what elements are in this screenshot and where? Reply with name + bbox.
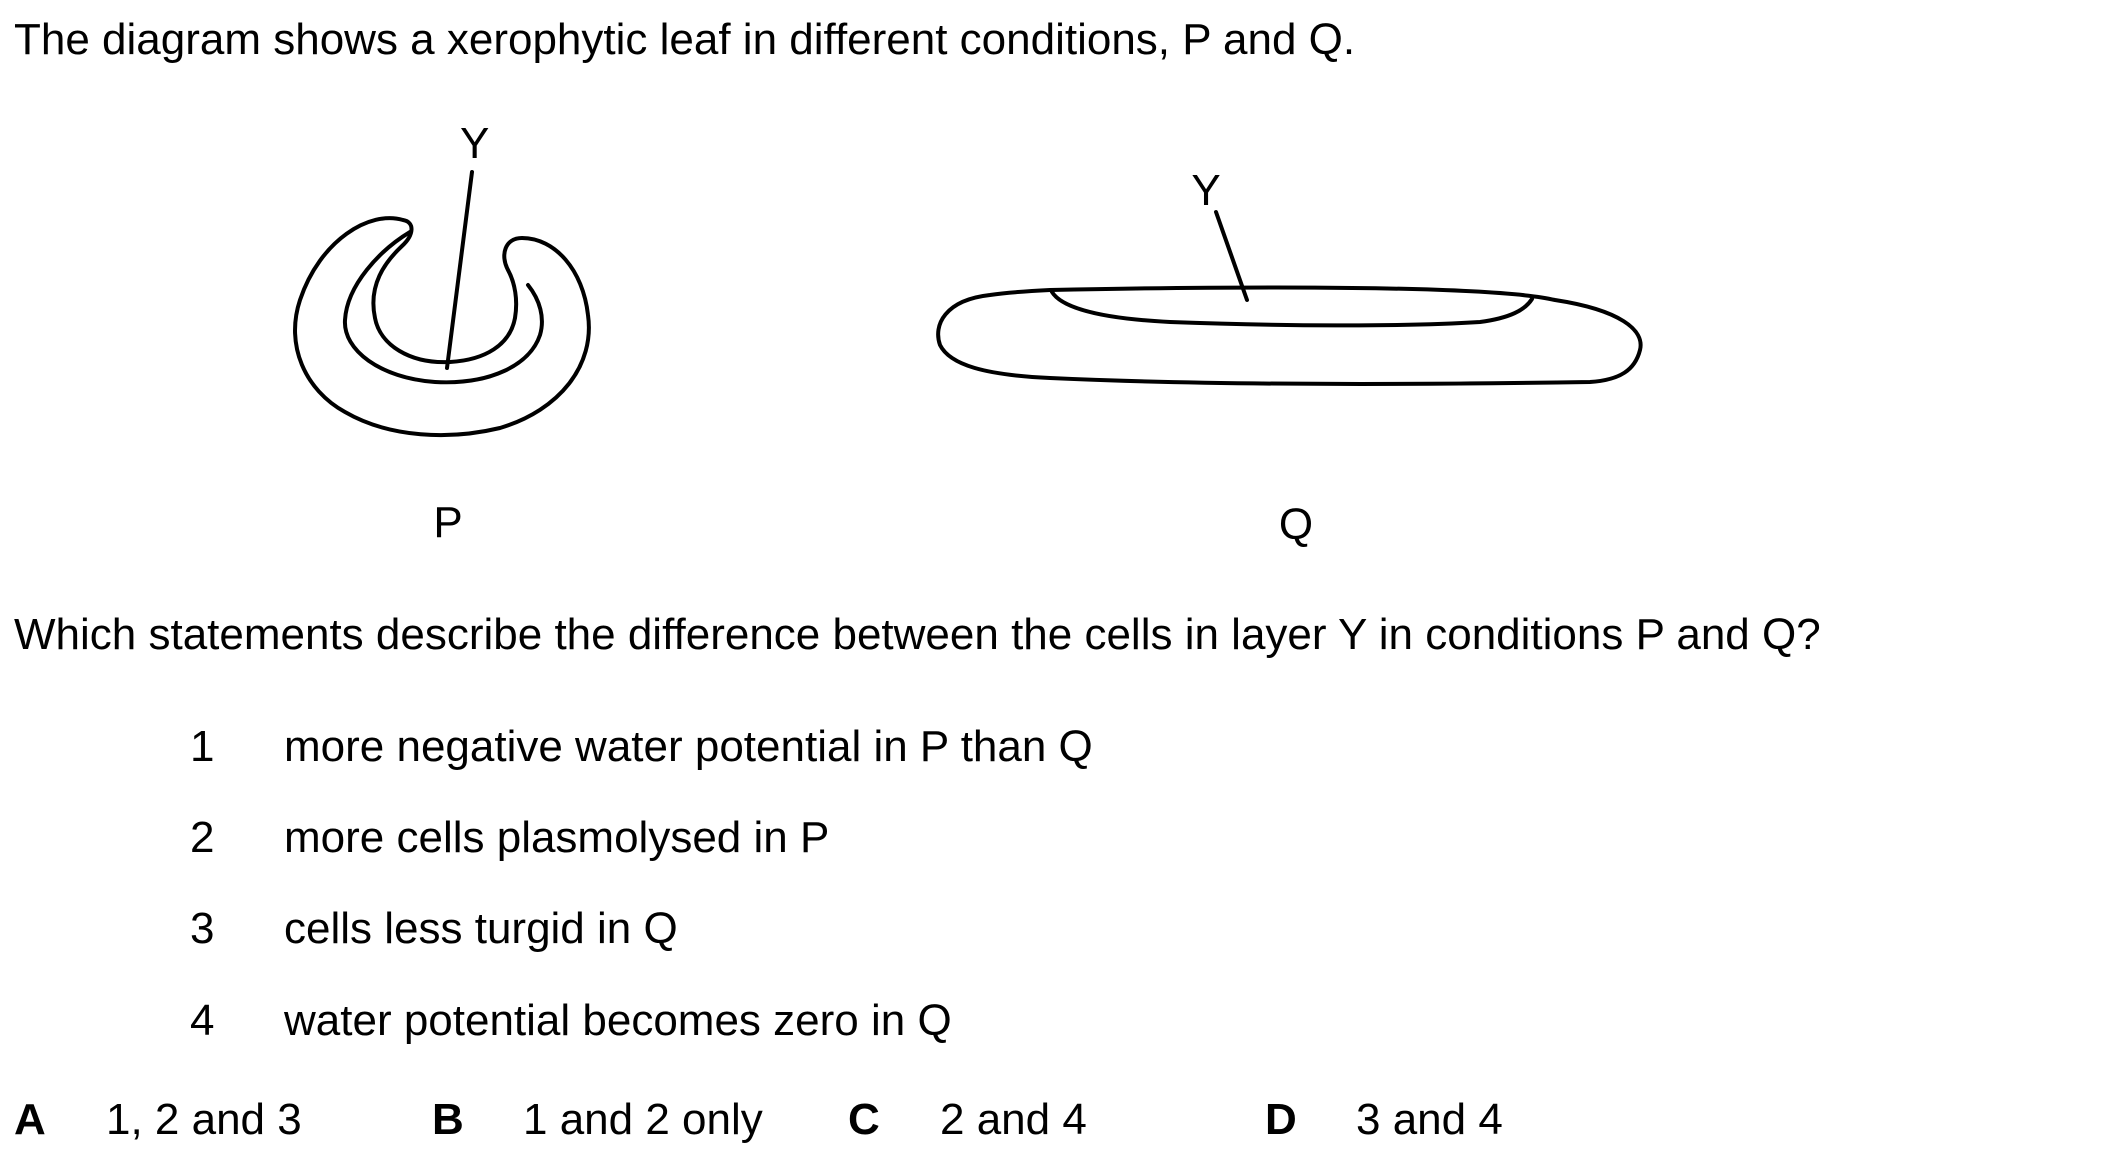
option-letter: C <box>848 1095 880 1144</box>
leaf-p-outline <box>293 216 591 438</box>
statement-number: 1 <box>190 722 215 771</box>
intro-text: The diagram shows a xerophytic leaf in d… <box>14 15 1356 64</box>
label-p: P <box>433 498 462 547</box>
pointer-line-q <box>1214 210 1249 302</box>
option-c[interactable]: C 2 and 4 <box>848 1092 1087 1148</box>
leaf-diagram: Y P Y Q <box>293 119 1643 549</box>
leaf-q-outline <box>936 285 1643 386</box>
leaf-p-layer-y <box>342 230 544 385</box>
option-text: 2 and 4 <box>940 1095 1087 1144</box>
label-y-p: Y <box>460 119 489 168</box>
leaf-q-layer-y <box>1050 290 1534 328</box>
statement-text: more cells plasmolysed in P <box>284 813 830 862</box>
option-text: 1, 2 and 3 <box>106 1095 302 1144</box>
statement-number: 2 <box>190 813 215 862</box>
statement-text: cells less turgid in Q <box>284 904 678 953</box>
statement-number: 3 <box>190 904 215 953</box>
option-d[interactable]: D 3 and 4 <box>1265 1092 1503 1148</box>
option-b[interactable]: B 1 and 2 only <box>432 1092 763 1148</box>
option-text: 3 and 4 <box>1356 1095 1503 1144</box>
option-a[interactable]: A 1, 2 and 3 <box>14 1092 302 1148</box>
leaf-p-rolled <box>293 170 591 438</box>
statement-text: more negative water potential in P than … <box>284 722 1093 771</box>
question-text: Which statements describe the difference… <box>14 610 1821 659</box>
statement-number: 4 <box>190 996 215 1045</box>
label-y-q: Y <box>1191 166 1220 215</box>
leaf-q-flat <box>936 210 1643 386</box>
option-text: 1 and 2 only <box>523 1095 763 1144</box>
option-letter: D <box>1265 1095 1297 1144</box>
option-letter: B <box>432 1095 464 1144</box>
label-q: Q <box>1279 500 1313 549</box>
pointer-line-p <box>445 170 474 370</box>
statement-text: water potential becomes zero in Q <box>284 996 952 1045</box>
option-letter: A <box>14 1095 46 1144</box>
